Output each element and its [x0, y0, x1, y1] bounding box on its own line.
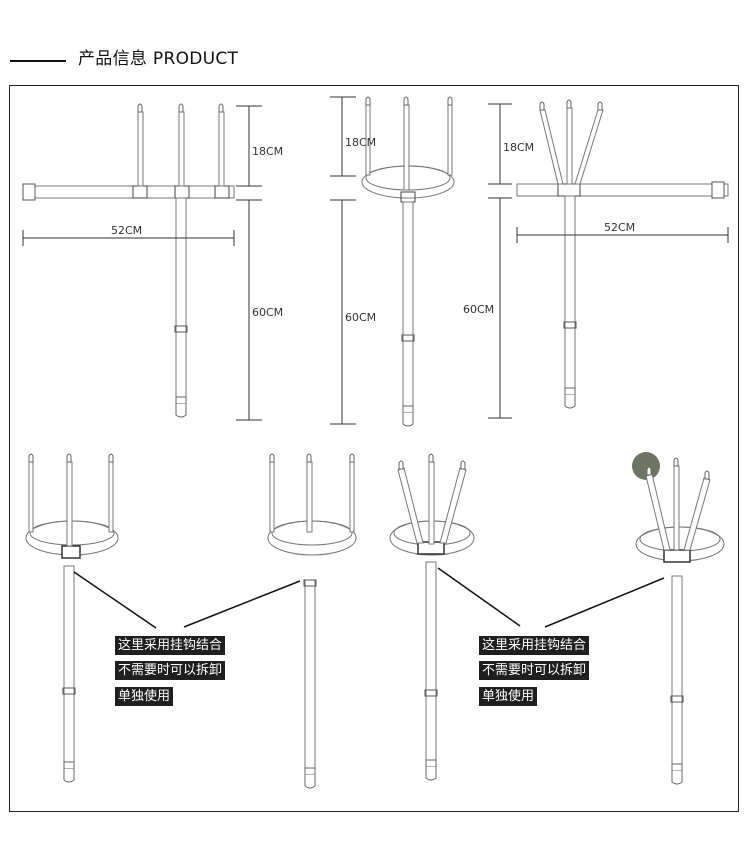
- figure-fanned-belt: [488, 99, 729, 419]
- dim-leg-2: 60CM: [345, 311, 376, 324]
- dim-strap-3: 18CM: [503, 141, 534, 154]
- dim-leg-1: 60CM: [252, 306, 283, 319]
- figure-ring-belt: [330, 96, 455, 427]
- note-1-line-3: 单独使用: [115, 687, 174, 706]
- figure-bottom-b: [183, 453, 357, 789]
- dim-strap-2: 18CM: [345, 136, 376, 149]
- note-2-line-3: 单独使用: [479, 687, 538, 706]
- figure-flat-belt: [22, 103, 262, 421]
- dim-strap-1: 18CM: [252, 145, 283, 158]
- fabric-swatch: [632, 452, 660, 480]
- page-title: 产品信息 PRODUCT: [78, 49, 239, 69]
- header-rule: [10, 60, 66, 62]
- dim-belt-3: 52CM: [604, 221, 635, 234]
- note-1-line-2: 不需要时可以拆卸: [115, 661, 226, 680]
- note-1-line-1: 这里采用挂钩结合: [115, 636, 226, 655]
- note-2-line-2: 不需要时可以拆卸: [479, 661, 590, 680]
- note-2-line-1: 这里采用挂钩结合: [479, 636, 590, 655]
- dim-leg-3: 60CM: [463, 303, 494, 316]
- product-frame: [9, 85, 739, 812]
- figure-bottom-a: [25, 453, 157, 783]
- figure-bottom-d: [544, 452, 725, 785]
- dim-belt-1: 52CM: [111, 224, 142, 237]
- figure-bottom-c: [389, 453, 521, 781]
